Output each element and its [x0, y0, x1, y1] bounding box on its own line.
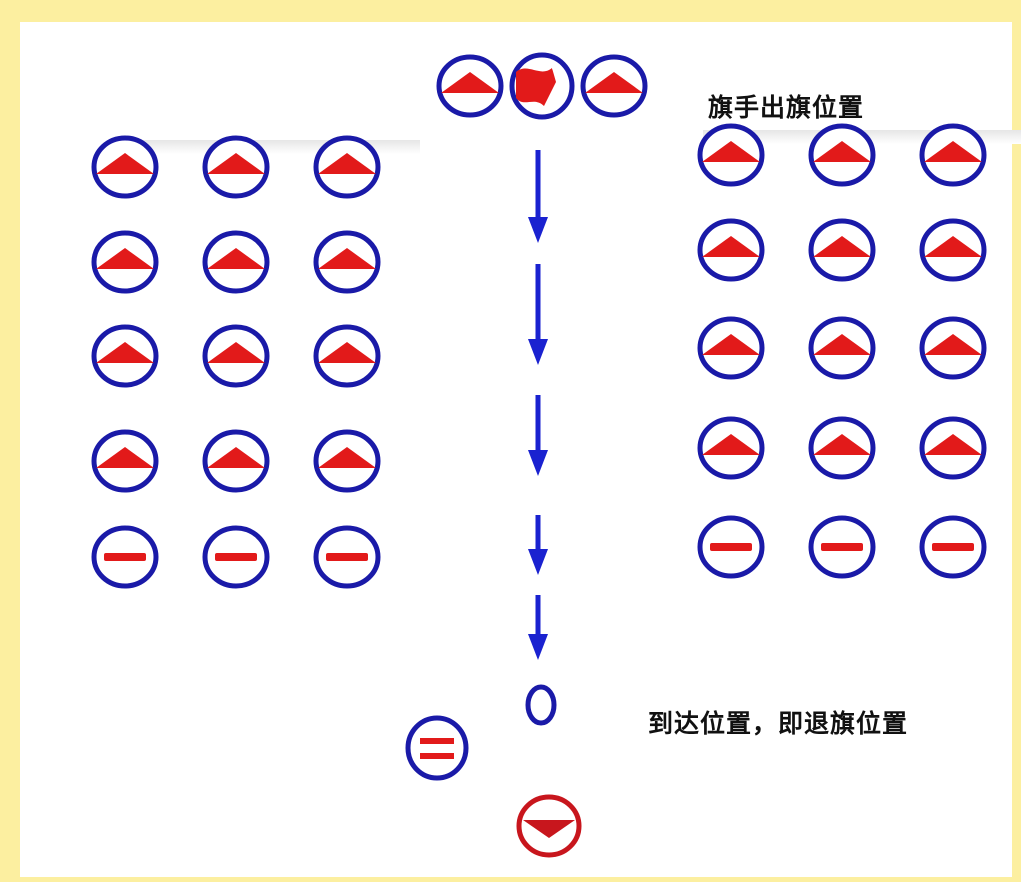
flag-bearer-marker	[919, 416, 987, 480]
flag-bearer-marker	[697, 218, 765, 282]
guard-marker	[313, 525, 381, 589]
down-arrow-icon	[528, 395, 548, 476]
flag-bearer-marker	[919, 123, 987, 187]
guard-marker	[91, 525, 159, 589]
diagram-panel: 旗手出旗位置 到达位置，即退旗位置	[20, 22, 1021, 877]
flag-bearer-marker	[697, 416, 765, 480]
guard-marker	[808, 515, 876, 579]
flag-bearer-marker	[808, 316, 876, 380]
flag-bearer-marker	[91, 230, 159, 294]
flag-bearer-marker	[313, 324, 381, 388]
guard-marker	[919, 515, 987, 579]
down-arrow-icon	[528, 264, 548, 365]
double-dash-marker	[405, 715, 469, 781]
formation-diagram	[91, 52, 987, 858]
flag-bearer-marker	[202, 429, 270, 493]
flag-bearer-marker	[313, 230, 381, 294]
flag-bearer-marker	[919, 316, 987, 380]
flag-bearer-marker	[697, 316, 765, 380]
flag-bearer-marker	[313, 135, 381, 199]
flag-bearer-marker	[202, 135, 270, 199]
down-arrow-icon	[528, 150, 548, 243]
arrive-label: 到达位置，即退旗位置	[648, 709, 909, 738]
flag-bearer-marker	[91, 135, 159, 199]
flag-bearer-marker	[697, 123, 765, 187]
flag-bearer-marker	[91, 324, 159, 388]
flag-out-label: 旗手出旗位置	[708, 93, 865, 122]
flag-bearer-marker	[202, 324, 270, 388]
retreat-marker	[516, 794, 582, 858]
flag-bearer-marker	[202, 230, 270, 294]
flag-bearer-marker	[91, 429, 159, 493]
flag-bearer-marker	[808, 416, 876, 480]
down-arrow-icon	[528, 515, 548, 575]
guard-marker	[697, 515, 765, 579]
flag-bearer-marker	[919, 218, 987, 282]
arrival-marker	[525, 684, 557, 726]
flag-bearer-marker	[808, 123, 876, 187]
flag-bearer-marker	[436, 54, 504, 118]
flag-bearer-marker	[313, 429, 381, 493]
flag-bearer-marker	[808, 218, 876, 282]
down-arrow-icon	[528, 595, 548, 660]
flag-bearer-marker	[580, 54, 648, 118]
guard-marker	[202, 525, 270, 589]
waving-flag-icon	[509, 52, 575, 120]
